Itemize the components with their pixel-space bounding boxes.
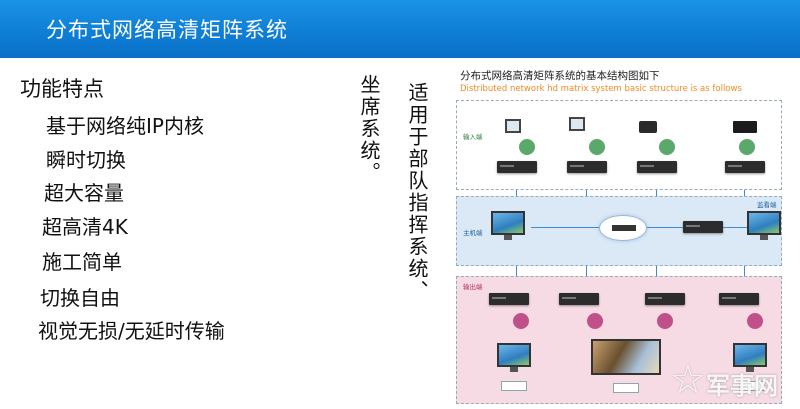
vertical-text-right: 适用于部队指挥系统、 — [405, 82, 429, 302]
connector-line — [531, 227, 599, 228]
vertical-text-left: 坐席系统。 — [357, 74, 381, 184]
encoder-device — [497, 161, 537, 173]
output-zone: 输出端 — [456, 276, 782, 404]
page-title: 分布式网络高清矩阵系统 — [46, 18, 288, 42]
connector-line — [723, 227, 747, 228]
host-zone: 主机端 监看端 — [456, 196, 782, 266]
encoder-node-icon — [589, 139, 605, 155]
feature-item: 超高清4K — [42, 215, 128, 239]
connector-line — [656, 266, 657, 280]
media-player-icon — [733, 121, 757, 133]
feature-item: 视觉无损/无延时传输 — [38, 319, 225, 343]
feature-item: 超大容量 — [44, 181, 124, 205]
decoder-device — [645, 293, 685, 305]
input-zone: 输入端 — [456, 100, 782, 190]
connector-line — [647, 227, 683, 228]
laptop-icon — [505, 119, 521, 133]
host-workstation-icon — [491, 211, 525, 240]
display-tag — [613, 383, 639, 393]
header-bar: 分布式网络高清矩阵系统 — [0, 0, 800, 58]
input-zone-label: 输入端 — [463, 133, 483, 141]
feature-item: 基于网络纯IP内核 — [46, 114, 204, 138]
feature-item: 瞬时切换 — [46, 148, 126, 172]
encoder-device — [567, 161, 607, 173]
feature-item: 切换自由 — [40, 286, 120, 310]
decoder-device — [559, 293, 599, 305]
decoder-node-icon — [587, 313, 603, 329]
monitor-screen-icon — [747, 211, 781, 240]
encoder-device — [725, 161, 765, 173]
encoder-node-icon — [739, 139, 755, 155]
features-title: 功能特点 — [20, 77, 104, 101]
display-tag — [501, 381, 527, 391]
decoder-node-icon — [657, 313, 673, 329]
display-tag — [739, 381, 765, 391]
architecture-diagram: 分布式网络高清矩阵系统的基本结构图如下 Distributed network … — [448, 64, 786, 406]
connector-line — [586, 266, 587, 280]
connector-line — [516, 266, 517, 280]
output-zone-label: 输出端 — [463, 283, 483, 291]
monitor-zone-label: 监看端 — [757, 201, 777, 209]
decoder-node-icon — [747, 313, 763, 329]
video-wall-icon — [591, 339, 661, 375]
decoder-device — [683, 221, 723, 233]
encoder-node-icon — [659, 139, 675, 155]
decoder-node-icon — [513, 313, 529, 329]
encoder-device — [637, 161, 677, 173]
decoder-device — [719, 293, 759, 305]
display-screen-icon — [733, 343, 767, 372]
watermark-text: 军事网 — [706, 372, 778, 400]
watermark-logo: ☆ 军事网 — [662, 358, 798, 404]
diagram-title: 分布式网络高清矩阵系统的基本结构图如下 — [460, 70, 660, 82]
host-zone-label: 主机端 — [463, 229, 483, 237]
connector-line — [744, 266, 745, 280]
desktop-icon — [569, 117, 585, 131]
network-switch-icon — [599, 215, 647, 241]
camera-icon — [639, 121, 657, 133]
display-screen-icon — [497, 343, 531, 372]
star-logo-icon: ☆ — [670, 357, 706, 403]
encoder-node-icon — [519, 139, 535, 155]
diagram-subtitle: Distributed network hd matrix system bas… — [460, 84, 742, 94]
decoder-device — [489, 293, 529, 305]
feature-item: 施工简单 — [42, 250, 122, 274]
